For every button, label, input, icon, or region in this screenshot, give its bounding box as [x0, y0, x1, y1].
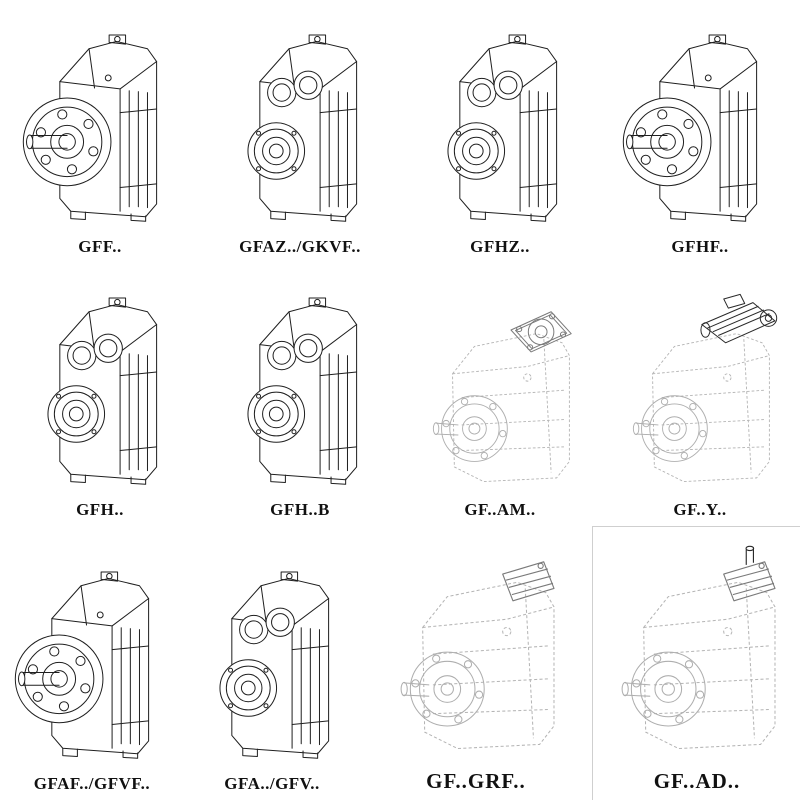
- model-label: GFH..: [76, 500, 124, 519]
- catalog-row-2: GFH.. GFH..B GF..AM.. GF..Y..: [0, 263, 800, 526]
- model-label: GFH..B: [270, 500, 330, 519]
- gearbox-drawing-gf-ad: [595, 531, 799, 767]
- gearbox-drawing-gfa-gfv: [188, 562, 356, 772]
- gearbox-drawing-gf-am: [416, 288, 584, 498]
- gearbox-drawing-gfhf: [616, 25, 784, 235]
- catalog-cell: GFA../GFV..: [184, 526, 360, 800]
- gearbox-drawing-gff: [16, 25, 184, 235]
- catalog-cell: GFAZ../GKVF..: [200, 0, 400, 263]
- catalog-cell: GF..AM..: [400, 263, 600, 526]
- catalog-cell: GF..GRF..: [360, 526, 592, 800]
- model-label: GFHF..: [671, 237, 729, 256]
- gearbox-drawing-gfh: [16, 288, 184, 498]
- catalog-cell: GFHZ..: [400, 0, 600, 263]
- model-label: GFA../GFV..: [224, 774, 320, 793]
- model-label: GFAZ../GKVF..: [239, 237, 361, 256]
- gearbox-drawing-gfhz: [416, 25, 584, 235]
- gearbox-drawing-gf-grf: [374, 531, 578, 767]
- gearbox-drawing-gfh-b: [216, 288, 384, 498]
- catalog-row-3: GFAF../GFVF.. GFA../GFV.. GF..GRF.. GF..…: [0, 526, 800, 800]
- model-label: GFHZ..: [470, 237, 530, 256]
- model-label: GFF..: [78, 237, 122, 256]
- catalog-row-1: GFF.. GFAZ../GKVF.. GFHZ.. GFHF..: [0, 0, 800, 263]
- gearbox-drawing-gf-y: [616, 288, 784, 498]
- catalog-cell: GF..AD..: [592, 526, 800, 800]
- catalog-cell: GFF..: [0, 0, 200, 263]
- catalog-cell: GFAF../GFVF..: [0, 526, 184, 800]
- catalog-cell: GF..Y..: [600, 263, 800, 526]
- model-label: GF..AM..: [464, 500, 536, 519]
- catalog-cell: GFH..B: [200, 263, 400, 526]
- gearbox-drawing-gfaf-gfvf: [8, 562, 176, 772]
- catalog-cell: GFHF..: [600, 0, 800, 263]
- model-label: GF..Y..: [673, 500, 727, 519]
- model-label: GFAF../GFVF..: [33, 774, 151, 793]
- model-label: GF..GRF..: [426, 769, 526, 793]
- catalog-cell: GFH..: [0, 263, 200, 526]
- model-label: GF..AD..: [653, 769, 741, 793]
- gearbox-drawing-gfaz-gkvf: [216, 25, 384, 235]
